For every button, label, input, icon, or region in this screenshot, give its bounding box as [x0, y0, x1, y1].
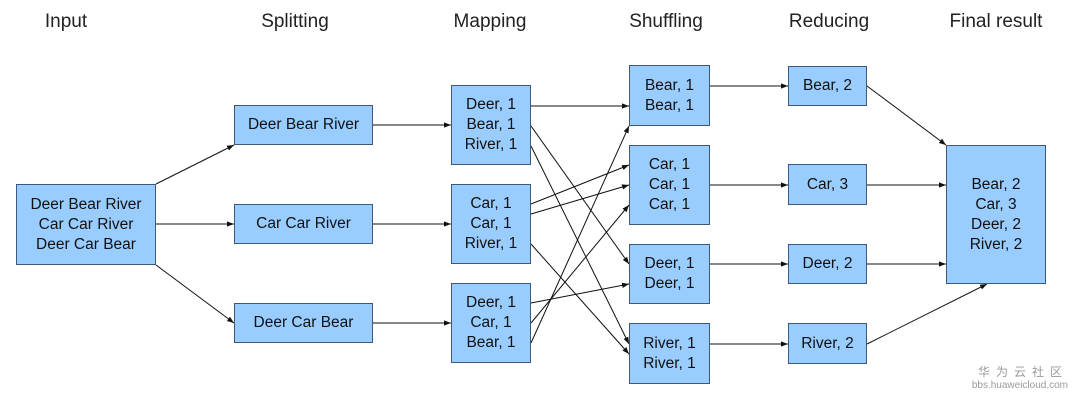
arrow-map-3-to-shuffle-bear: [530, 125, 630, 344]
shuffle-box-car: Car, 1 Car, 1 Car, 1: [629, 145, 710, 225]
reduce-pair: Deer, 2: [802, 255, 853, 272]
split-box-1: Deer Bear River: [234, 105, 373, 145]
final-pair: Deer, 2: [971, 215, 1021, 233]
final-pair: Car, 3: [975, 195, 1017, 213]
map-box-1: Deer, 1 Bear, 1 River, 1: [451, 85, 531, 165]
shuffle-pair: Bear, 1: [644, 96, 695, 114]
arrow-map-1-to-shuffle-deer: [530, 125, 630, 265]
reduce-pair: River, 2: [801, 334, 854, 352]
map-pair: River, 1: [464, 235, 518, 252]
shuffle-box-bear: Bear, 1 Bear, 1: [629, 65, 710, 126]
stage-title-splitting: Splitting: [261, 11, 329, 32]
shuffle-box-river: River, 1 River, 1: [629, 323, 710, 384]
arrow-input-to-split-3: [155, 264, 235, 324]
map-pair: Car, 1: [470, 215, 512, 232]
final-pair: Bear, 2: [971, 175, 1021, 193]
map-box-3: Deer, 1 Car, 1 Bear, 1: [451, 283, 531, 363]
shuffle-pair: Car, 1: [648, 196, 691, 213]
arrow-map-2-to-shuffle-car: [530, 184, 630, 215]
reduce-box-car: Car, 3: [788, 164, 867, 205]
shuffle-pair: Deer, 1: [644, 275, 695, 292]
final-result-box: Bear, 2 Car, 3 Deer, 2 River, 2: [946, 145, 1046, 284]
arrow-map-2-to-shuffle-car: [530, 164, 630, 205]
stage-title-shuffling: Shuffling: [629, 11, 703, 32]
shuffle-pair: Car, 1: [648, 156, 691, 173]
map-pair: River, 1: [464, 136, 518, 153]
split-box-3: Deer Car Bear: [234, 303, 373, 343]
shuffle-pair: Deer, 1: [644, 255, 695, 272]
map-pair: Deer, 1: [466, 294, 516, 311]
arrow-input-to-split-1: [155, 144, 235, 185]
shuffle-box-deer: Deer, 1 Deer, 1: [629, 244, 710, 304]
map-pair: Car, 1: [470, 195, 512, 212]
stage-title-mapping: Mapping: [453, 11, 527, 32]
input-line: Deer Car Bear: [36, 235, 136, 253]
arrow-reduce-river-to-final: [866, 283, 988, 345]
watermark-url: bbs.huaweicloud.com: [971, 380, 1068, 391]
split-line: Car Car River: [256, 215, 351, 232]
input-box: Deer Bear River Car Car River Deer Car B…: [16, 184, 156, 265]
stage-title-input: Input: [44, 11, 88, 32]
split-box-2: Car Car River: [234, 204, 373, 244]
stage-title-final: Final result: [949, 11, 1043, 32]
map-pair: Car, 1: [470, 314, 512, 331]
reduce-box-river: River, 2: [788, 323, 867, 364]
shuffle-pair: River, 1: [643, 334, 696, 352]
arrow-map-3-to-shuffle-car: [530, 204, 630, 324]
reduce-box-bear: Bear, 2: [788, 66, 867, 106]
reduce-pair: Car, 3: [806, 175, 849, 193]
arrow-map-1-to-shuffle-river: [530, 145, 630, 345]
shuffle-pair: River, 1: [643, 354, 696, 372]
watermark-brand: 华为云社区: [977, 365, 1068, 379]
final-pair: River, 2: [969, 235, 1023, 253]
arrow-map-3-to-shuffle-deer: [530, 282, 630, 304]
split-line: Deer Car Bear: [253, 314, 354, 331]
arrow-map-2-to-shuffle-river: [530, 243, 630, 355]
map-pair: Bear, 1: [466, 116, 516, 133]
map-box-2: Car, 1 Car, 1 River, 1: [451, 184, 531, 264]
reduce-box-deer: Deer, 2: [788, 244, 867, 284]
stage-title-reducing: Reducing: [788, 11, 870, 32]
map-pair: Bear, 1: [466, 334, 516, 351]
reduce-pair: Bear, 2: [802, 77, 853, 94]
shuffle-pair: Bear, 1: [644, 76, 695, 94]
split-line: Deer Bear River: [247, 116, 360, 133]
shuffle-pair: Car, 1: [648, 176, 691, 193]
input-line: Car Car River: [38, 215, 134, 233]
input-line: Deer Bear River: [30, 195, 142, 213]
map-pair: Deer, 1: [466, 96, 516, 113]
arrow-reduce-bear-to-final: [866, 85, 947, 146]
